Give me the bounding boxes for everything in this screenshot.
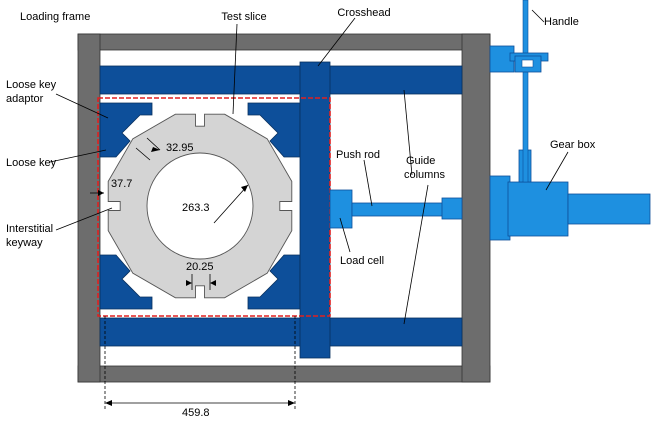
loose-key-adaptor-bottom-left bbox=[99, 254, 153, 310]
label-guide-columns-line2: columns bbox=[404, 169, 445, 181]
dim-overall-span: 459.8 bbox=[182, 407, 210, 419]
frame-top-beam bbox=[77, 33, 491, 51]
frame-bottom-beam bbox=[77, 365, 491, 383]
label-push-rod: Push rod bbox=[336, 149, 380, 161]
frame-right-column bbox=[461, 33, 491, 383]
loose-key-adaptor-top-left bbox=[99, 102, 153, 158]
gear-box-body bbox=[507, 181, 569, 237]
test-slice bbox=[107, 113, 293, 299]
guide-column-top bbox=[99, 65, 463, 95]
label-interstitial-keyway-line1: Interstitial bbox=[6, 223, 53, 235]
label-guide-columns-line1: Guide bbox=[406, 155, 435, 167]
dim-inner-diameter: 263.3 bbox=[182, 202, 210, 214]
label-loose-key-adaptor-line2: adaptor bbox=[6, 93, 44, 105]
label-loose-key: Loose key bbox=[6, 157, 57, 169]
gear-box bbox=[489, 149, 651, 241]
label-load-cell: Load cell bbox=[340, 255, 384, 267]
dim-keyway-width: 20.25 bbox=[186, 261, 214, 273]
loose-key-adaptor-bottom-right bbox=[247, 254, 301, 310]
label-gear-box: Gear box bbox=[550, 139, 596, 151]
label-crosshead: Crosshead bbox=[337, 7, 390, 19]
dimension-lines bbox=[90, 137, 296, 410]
label-interstitial-keyway-line2: keyway bbox=[6, 237, 43, 249]
label-handle: Handle bbox=[544, 16, 579, 28]
handle-bracket bbox=[489, 45, 515, 73]
gear-box-motor bbox=[567, 193, 651, 225]
guide-column-bottom bbox=[99, 317, 463, 347]
leader-lines bbox=[49, 9, 569, 325]
handle bbox=[489, 0, 549, 183]
frame-left-column bbox=[77, 33, 101, 383]
crosshead bbox=[299, 61, 331, 359]
dim-keyway-depth: 37.7 bbox=[111, 178, 132, 190]
gear-box-flange bbox=[489, 175, 511, 241]
handle-shaft bbox=[522, 0, 529, 183]
dimension-arrowheads bbox=[98, 147, 295, 406]
label-test-slice: Test slice bbox=[221, 11, 266, 23]
dim-key-width: 32.95 bbox=[166, 142, 194, 154]
loose-key-adaptors bbox=[99, 102, 301, 310]
push-rod bbox=[351, 202, 445, 217]
handle-slot bbox=[521, 59, 534, 68]
push-rod-coupling bbox=[441, 197, 463, 220]
label-loading-frame: Loading frame bbox=[20, 11, 90, 23]
label-loose-key-adaptor-line1: Loose key bbox=[6, 79, 57, 91]
loose-key-adaptor-top-right bbox=[247, 102, 301, 158]
